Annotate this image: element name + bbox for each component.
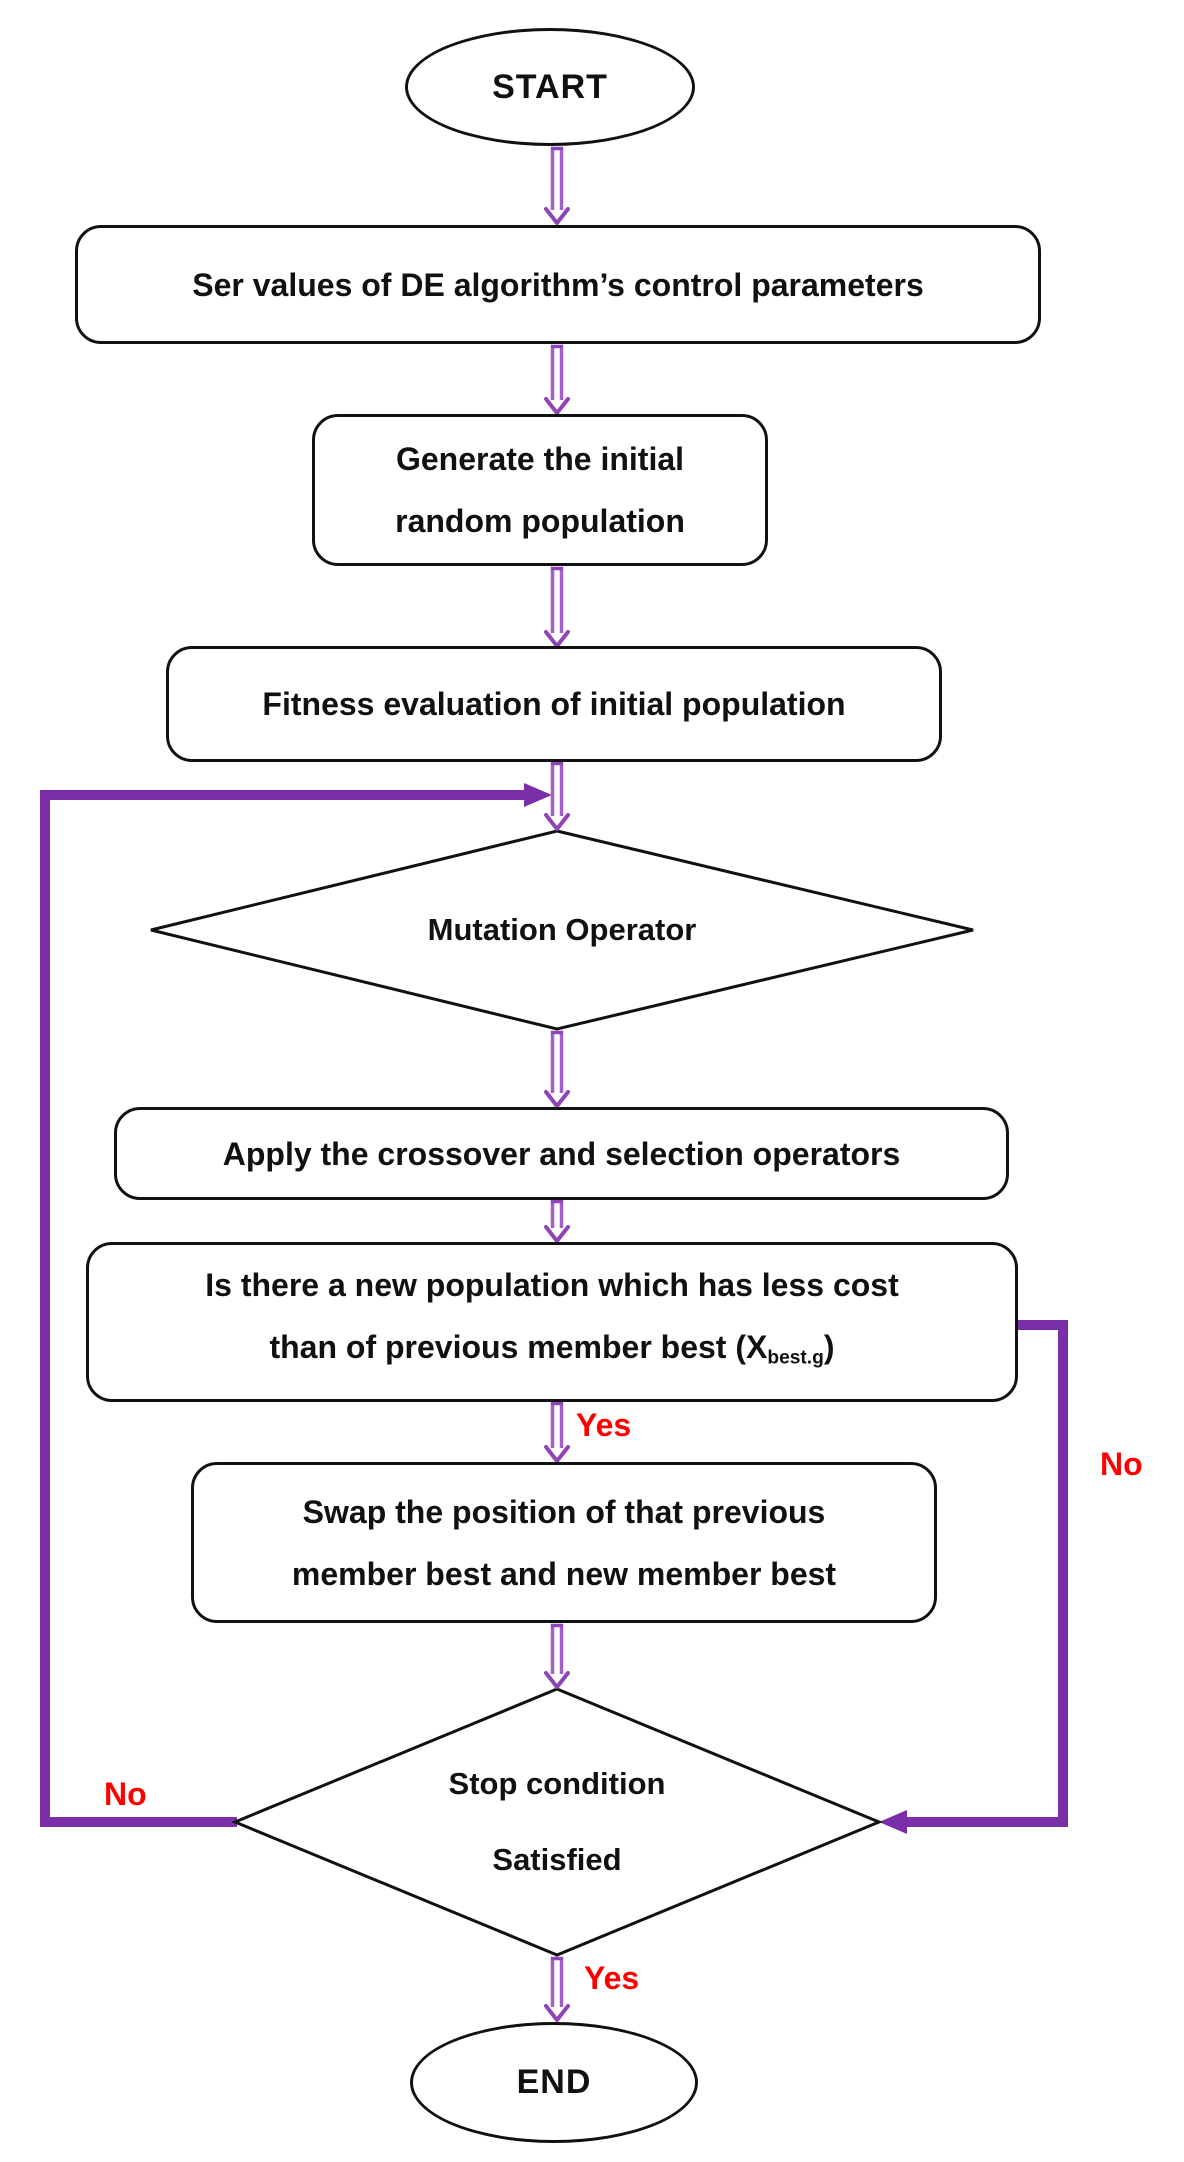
decision-stop-line2: Satisfied [492, 1842, 622, 1877]
process-swap-best-line1: Swap the position of that previous [302, 1493, 826, 1530]
process-set-parameters: Ser values of DE algorithm’s control par… [75, 225, 1041, 344]
process-swap-best-line2: member best and new member best [291, 1555, 837, 1592]
process-less-cost-line2: than of previous member best (Xbest.g) [269, 1316, 834, 1389]
double-arrow-down-icon [544, 1401, 570, 1463]
edge-label-no-right: No [1100, 1446, 1143, 1482]
process-less-cost-check: Is there a new population which has less… [86, 1242, 1018, 1402]
process-set-parameters-label: Ser values of DE algorithm’s control par… [192, 266, 924, 303]
double-arrow-down-icon [544, 344, 570, 415]
terminator-start-label: START [492, 67, 608, 106]
double-arrow-down-icon [544, 761, 570, 831]
double-arrow-down-icon [544, 566, 570, 648]
terminator-end: END [410, 2022, 698, 2143]
edge-label-yes-swap: Yes [576, 1407, 632, 1443]
edge-label-no-left: No [104, 1776, 147, 1812]
process-less-cost-line2-post: ) [823, 1329, 835, 1366]
edge-label-yes-end: Yes [584, 1960, 640, 1996]
double-arrow-down-icon [544, 1623, 570, 1689]
no-branch-right-arrowhead-icon [879, 1810, 907, 1834]
process-fitness-evaluation-label: Fitness evaluation of initial population [262, 686, 846, 722]
process-less-cost-line2-pre: than of previous member best (X [269, 1329, 768, 1366]
double-arrow-down-icon [544, 1956, 570, 2022]
decision-mutation-label-wrap: Mutation Operator [151, 831, 973, 1029]
no-loop-left-arrowhead-icon [524, 783, 552, 807]
process-fitness-evaluation: Fitness evaluation of initial population [166, 646, 942, 762]
double-arrow-down-icon [544, 1199, 570, 1243]
decision-stop-label-wrap: Stop condition Satisfied [235, 1689, 879, 1955]
process-less-cost-line1: Is there a new population which has less… [205, 1267, 899, 1304]
decision-stop-shape [231, 1687, 883, 1957]
terminator-start: START [405, 28, 695, 146]
no-loop-left-line [40, 790, 524, 1827]
double-arrow-down-icon [544, 146, 570, 225]
double-arrow-down-icon [544, 1030, 570, 1108]
process-generate-population: Generate the initial random population [312, 414, 768, 566]
no-branch-right-line [907, 1320, 1068, 1827]
process-swap-best: Swap the position of that previous membe… [191, 1462, 937, 1623]
process-generate-population-line1: Generate the initial [395, 441, 685, 477]
decision-stop-line1: Stop condition [448, 1766, 666, 1801]
process-crossover-selection-label: Apply the crossover and selection operat… [222, 1135, 901, 1172]
process-generate-population-line2: random population [395, 503, 685, 539]
terminator-end-label: END [516, 2063, 592, 2101]
double-arrows-group [544, 146, 570, 2022]
decision-mutation-shape [150, 829, 974, 1031]
process-crossover-selection: Apply the crossover and selection operat… [114, 1107, 1009, 1200]
process-less-cost-line2-subscript: best.g [767, 1347, 824, 1369]
decision-mutation-label: Mutation Operator [427, 912, 697, 947]
